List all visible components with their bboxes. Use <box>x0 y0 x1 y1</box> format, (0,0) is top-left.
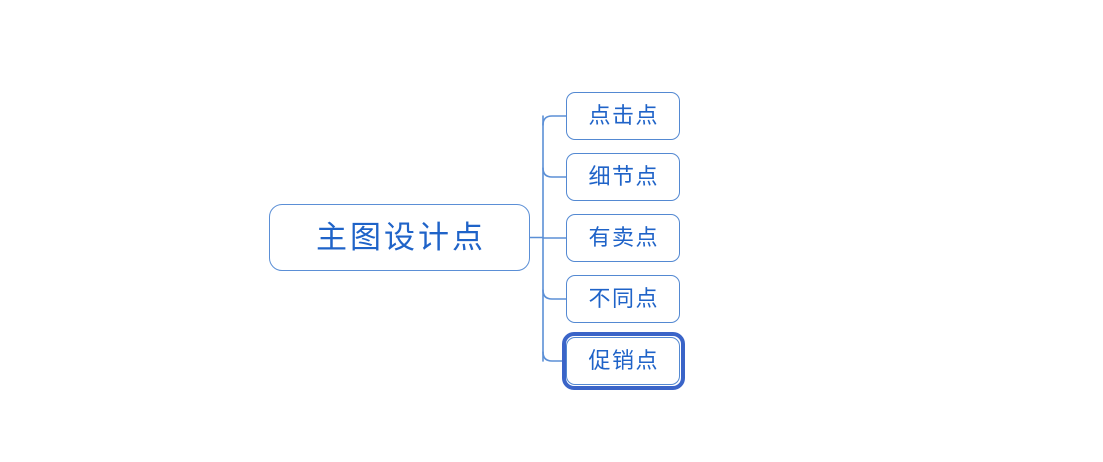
mindmap-child-label-5: 促销点 <box>588 348 659 373</box>
mindmap-child-label-4: 不同点 <box>588 286 659 311</box>
mindmap-root-node[interactable]: 主图设计点 <box>269 204 530 271</box>
mindmap-root-label: 主图设计点 <box>316 220 486 255</box>
mindmap-child-node-3[interactable]: 有卖点 <box>566 214 680 262</box>
mindmap-child-label-2: 细节点 <box>588 164 659 189</box>
mindmap-child-node-5[interactable]: 促销点 <box>566 337 680 385</box>
mindmap-selection-frame <box>562 332 685 390</box>
mindmap-child-node-2[interactable]: 细节点 <box>566 153 680 201</box>
connector-branch-4 <box>542 289 567 300</box>
connector-branch-1 <box>542 115 567 126</box>
connector-branch-5 <box>542 351 563 362</box>
connector-branch-2 <box>542 167 567 178</box>
mindmap-child-label-3: 有卖点 <box>588 225 659 250</box>
mindmap-child-node-1[interactable]: 点击点 <box>566 92 680 140</box>
mindmap-child-node-4[interactable]: 不同点 <box>566 275 680 323</box>
mindmap-child-label-1: 点击点 <box>588 103 659 128</box>
